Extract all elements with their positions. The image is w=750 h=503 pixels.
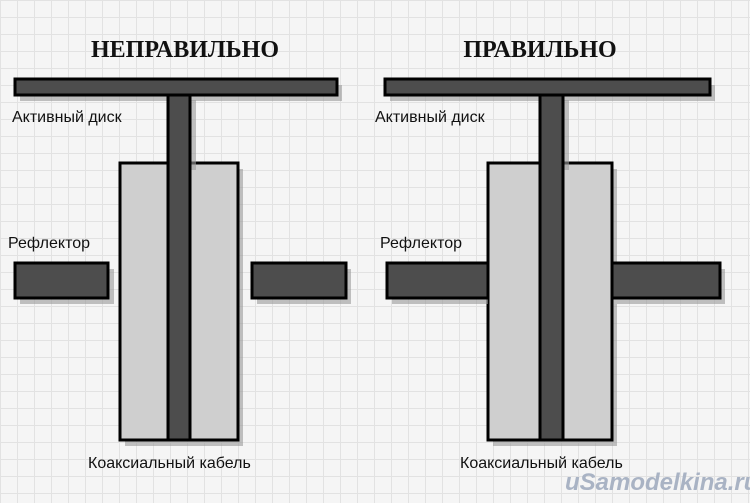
reflector-label: Рефлектор <box>8 235 90 252</box>
active-disk <box>13 77 339 97</box>
watermark: uSamodelkina.ru <box>565 469 750 496</box>
right-title: ПРАВИЛЬНО <box>463 37 616 63</box>
coax-label: Коаксиальный кабель <box>460 455 623 472</box>
active-disk-label: Активный диск <box>375 109 486 126</box>
reflector-left <box>385 261 490 300</box>
right-diagram: ПРАВИЛЬНО Активный диск Рефлектор Коакси… <box>375 37 725 472</box>
active-disk <box>383 77 712 97</box>
reflector-left <box>13 261 110 300</box>
reflector-right <box>610 261 722 300</box>
active-disk-label: Активный диск <box>12 109 123 126</box>
center-conductor <box>166 93 192 442</box>
reflector-right <box>250 261 348 300</box>
wrong-title: НЕПРАВИЛЬНО <box>91 37 279 63</box>
coax-shield-left <box>486 161 548 442</box>
coax-label: Коаксиальный кабель <box>88 455 251 472</box>
reflector-label: Рефлектор <box>380 235 462 252</box>
center-conductor <box>538 93 565 442</box>
wrong-diagram: НЕПРАВИЛЬНО Активный диск Рефлектор Коак… <box>8 37 351 472</box>
